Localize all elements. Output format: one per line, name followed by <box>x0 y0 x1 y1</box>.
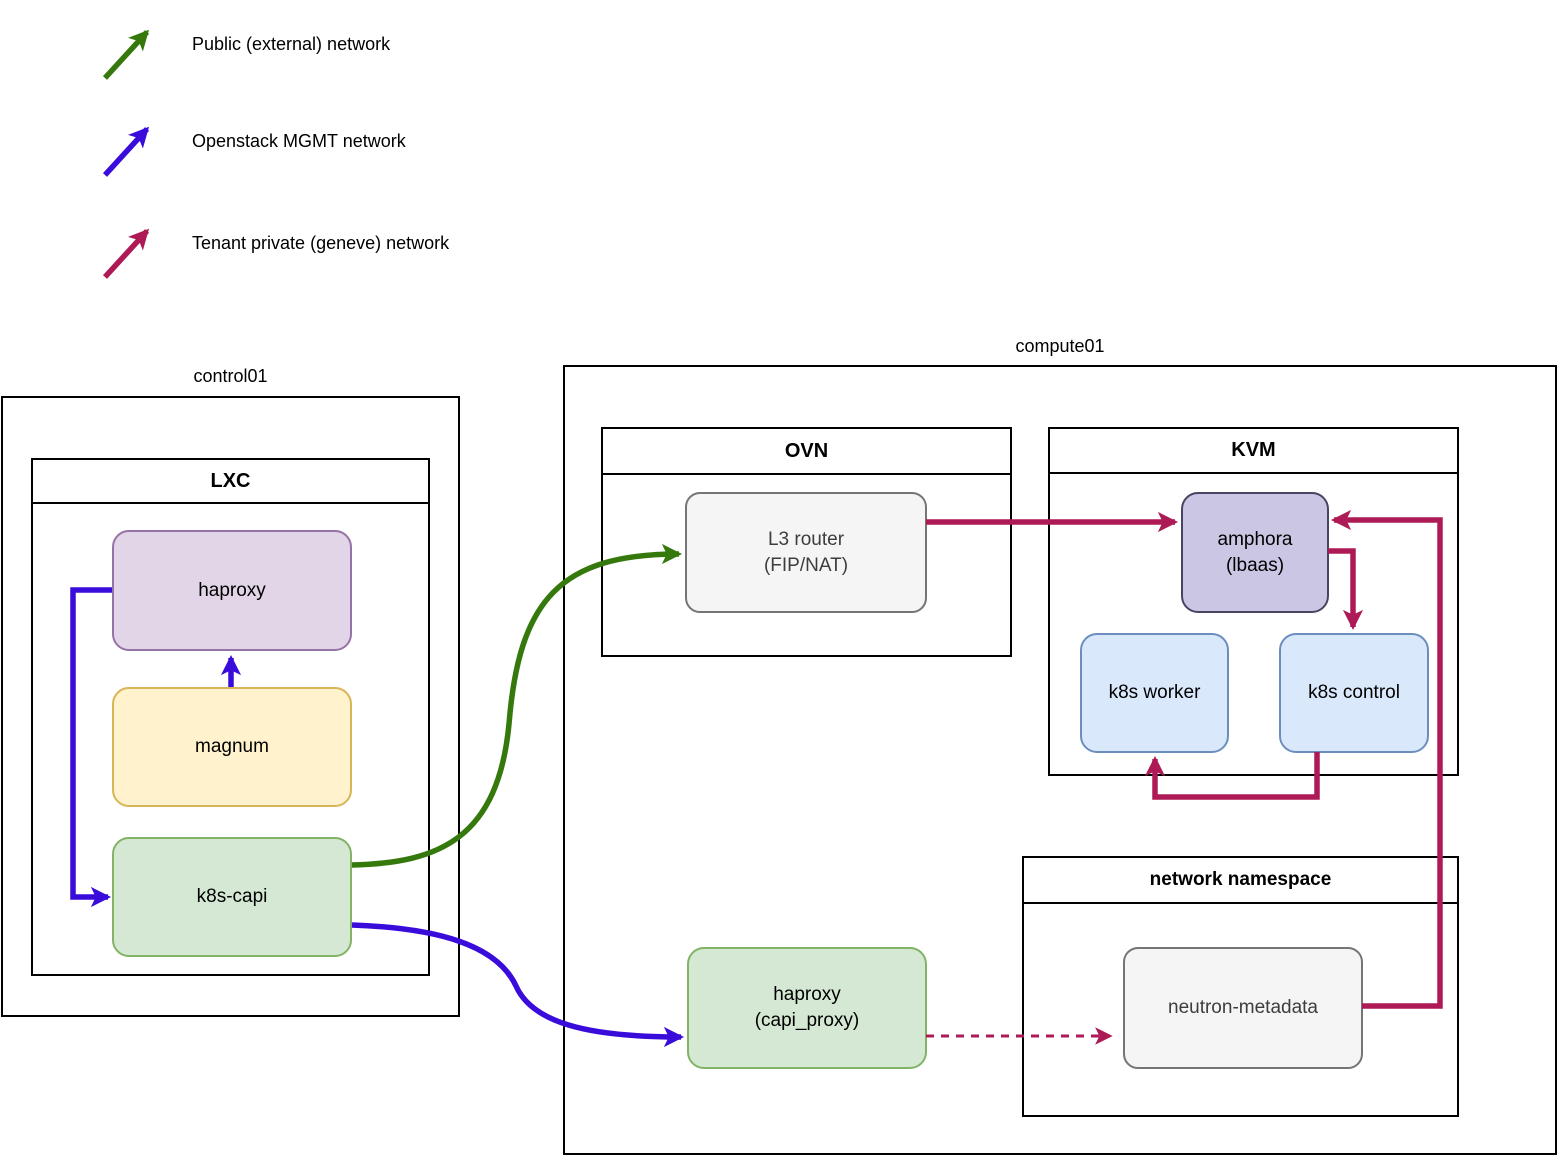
node-magnum: magnum <box>112 687 352 807</box>
tenant-network-arrow-icon <box>95 207 175 287</box>
legend-label-tenant: Tenant private (geneve) network <box>192 233 450 253</box>
node-k8s-control: k8s control <box>1279 633 1429 753</box>
node-amphora-label-line1: amphora <box>1217 528 1293 550</box>
legend-label-public: Public (external) network <box>192 34 391 54</box>
section-kvm-title: KVM <box>1050 429 1457 474</box>
section-lxc-title: LXC <box>33 460 428 504</box>
node-haproxy-capi-proxy-label-line1: haproxy <box>773 984 841 1005</box>
node-k8s-capi-label: k8s-capi <box>196 886 268 907</box>
node-neutron-metadata-label: neutron-metadata <box>1168 997 1318 1018</box>
node-haproxy-label: haproxy <box>198 579 266 601</box>
node-amphora: amphora (lbaas) <box>1181 492 1329 613</box>
node-haproxy: haproxy <box>112 530 352 651</box>
section-network-namespace-title: network namespace <box>1024 858 1457 904</box>
node-l3-router: L3 router (FIP/NAT) <box>685 492 927 613</box>
section-ovn-title: OVN <box>603 429 1010 475</box>
node-neutron-metadata: neutron-metadata <box>1123 947 1363 1069</box>
public-network-arrow-icon <box>95 8 175 88</box>
node-l3-router-label-line1: L3 router <box>767 528 845 550</box>
host-control01-label: control01 <box>193 366 268 386</box>
node-haproxy-capi-proxy-label-line2: (capi_proxy) <box>754 1010 860 1031</box>
node-k8s-worker: k8s worker <box>1080 633 1229 753</box>
legend-label-mgmt: Openstack MGMT network <box>192 131 406 151</box>
node-amphora-label-line2: (lbaas) <box>1225 554 1285 576</box>
mgmt-network-arrow-icon <box>95 105 175 185</box>
host-compute01-label: compute01 <box>1015 336 1105 356</box>
node-k8s-control-label: k8s control <box>1308 682 1400 703</box>
node-magnum-label: magnum <box>195 736 269 757</box>
node-haproxy-capi-proxy: haproxy (capi_proxy) <box>687 947 927 1069</box>
node-k8s-worker-label: k8s worker <box>1108 682 1201 703</box>
node-k8s-capi: k8s-capi <box>112 837 352 957</box>
node-l3-router-label-line2: (FIP/NAT) <box>763 554 849 576</box>
